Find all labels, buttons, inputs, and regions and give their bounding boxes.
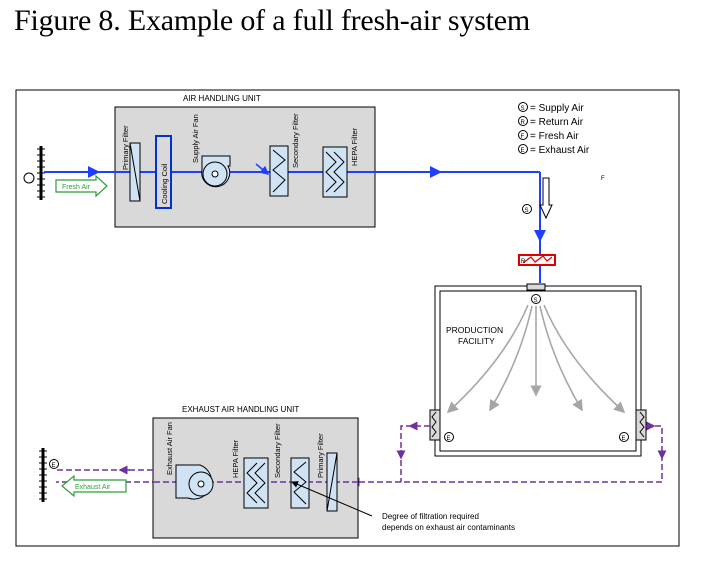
exhaust-hepa-label: HEPA Filter: [231, 439, 240, 478]
production-facility: [434, 285, 642, 457]
exhaust-air-fan: [175, 464, 214, 500]
primary-filter: [129, 142, 141, 202]
legend-supply-symbol-circle: [518, 102, 528, 112]
exhaust-grille-right: [635, 409, 647, 441]
stray-letter: F: [601, 176, 605, 182]
damper: R: [518, 254, 556, 266]
exhaust-fan-label: Exhaust Air Fan: [165, 422, 174, 475]
legend-return-symbol-circle: [518, 116, 528, 126]
hepa-filter: [322, 146, 348, 198]
cooling-coil-label: Cooling Coil: [160, 163, 169, 204]
supply-diffuser: [526, 283, 546, 291]
exhaust-grille-left: [429, 409, 441, 441]
exhaust-marker-right-circle: [619, 432, 629, 442]
room-airflow-arrows: [446, 304, 626, 414]
fresh-air-arrow: Fresh Air: [55, 174, 108, 198]
exhaust-ahu-title: EXHAUST AIR HANDLING UNIT: [182, 405, 299, 414]
facility-label-line1: PRODUCTION: [446, 325, 503, 335]
facility-label-line2: FACILITY: [458, 336, 495, 346]
primary-filter-label: Primary Filter: [121, 125, 130, 170]
exhaust-hepa-filter: [243, 457, 269, 509]
exhaust-marker-left: E: [447, 436, 451, 442]
annotation-pointer: [291, 481, 373, 517]
damper-marker: R: [521, 259, 526, 265]
figure-title: Figure 8. Example of a full fresh-air sy…: [14, 4, 531, 37]
ahu-title: AIR HANDLING UNIT: [183, 94, 261, 103]
secondary-filter: [269, 145, 289, 197]
exhaust-outlet-marker: E: [52, 463, 56, 469]
secondary-filter-label: Secondary Filter: [291, 113, 300, 168]
exhaust-secondary-label: Secondary Filter: [273, 423, 282, 478]
cooling-coil: [155, 135, 172, 209]
exhaust-secondary-filter: [290, 457, 310, 509]
annotation-line2: depends on exhaust air contaminants: [382, 523, 515, 532]
legend-exhaust-symbol: E: [521, 148, 525, 154]
exhaust-air-label: Exhaust Air: [75, 484, 111, 491]
exhaust-marker-right: E: [622, 436, 626, 442]
duct-supply-marker-circle: [522, 204, 532, 214]
legend-return-label: = Return Air: [530, 117, 584, 128]
exhaust-primary-filter: [326, 452, 338, 512]
fresh-air-label: Fresh Air: [62, 184, 91, 191]
fresh-air-intake-grille: [37, 146, 45, 200]
facility-supply-marker: S: [534, 298, 538, 304]
facility-supply-marker-circle: [531, 294, 541, 304]
legend-supply-label: = Supply Air: [530, 103, 584, 114]
legend-exhaust-symbol-circle: [518, 144, 528, 154]
exhaust-air-arrow: Exhaust Air: [61, 474, 127, 498]
legend-fresh-symbol: F: [521, 134, 525, 140]
fresh-air-marker: [23, 172, 35, 184]
supply-air-fan: [201, 155, 231, 188]
legend-fresh-label: = Fresh Air: [530, 131, 579, 142]
exhaust-outlet-grille: [39, 448, 47, 502]
legend-fresh-symbol-circle: [518, 130, 528, 140]
exhaust-outlet-marker-circle: [49, 459, 59, 469]
legend: S = Supply Air R = Return Air F = Fresh …: [518, 102, 590, 156]
exhaust-primary-label: Primary Filter: [316, 433, 325, 478]
legend-exhaust-label: = Exhaust Air: [530, 145, 590, 156]
legend-supply-symbol: S: [521, 106, 525, 112]
duct-supply-marker: S: [525, 208, 529, 214]
supply-fan-label: Supply Air Fan: [191, 114, 200, 163]
legend-return-symbol: R: [521, 120, 526, 126]
exhaust-marker-left-circle: [444, 432, 454, 442]
supply-down-arrow: [539, 177, 553, 220]
hepa-filter-label: HEPA Filter: [350, 127, 359, 166]
annotation-line1: Degree of filtration required: [382, 512, 479, 521]
